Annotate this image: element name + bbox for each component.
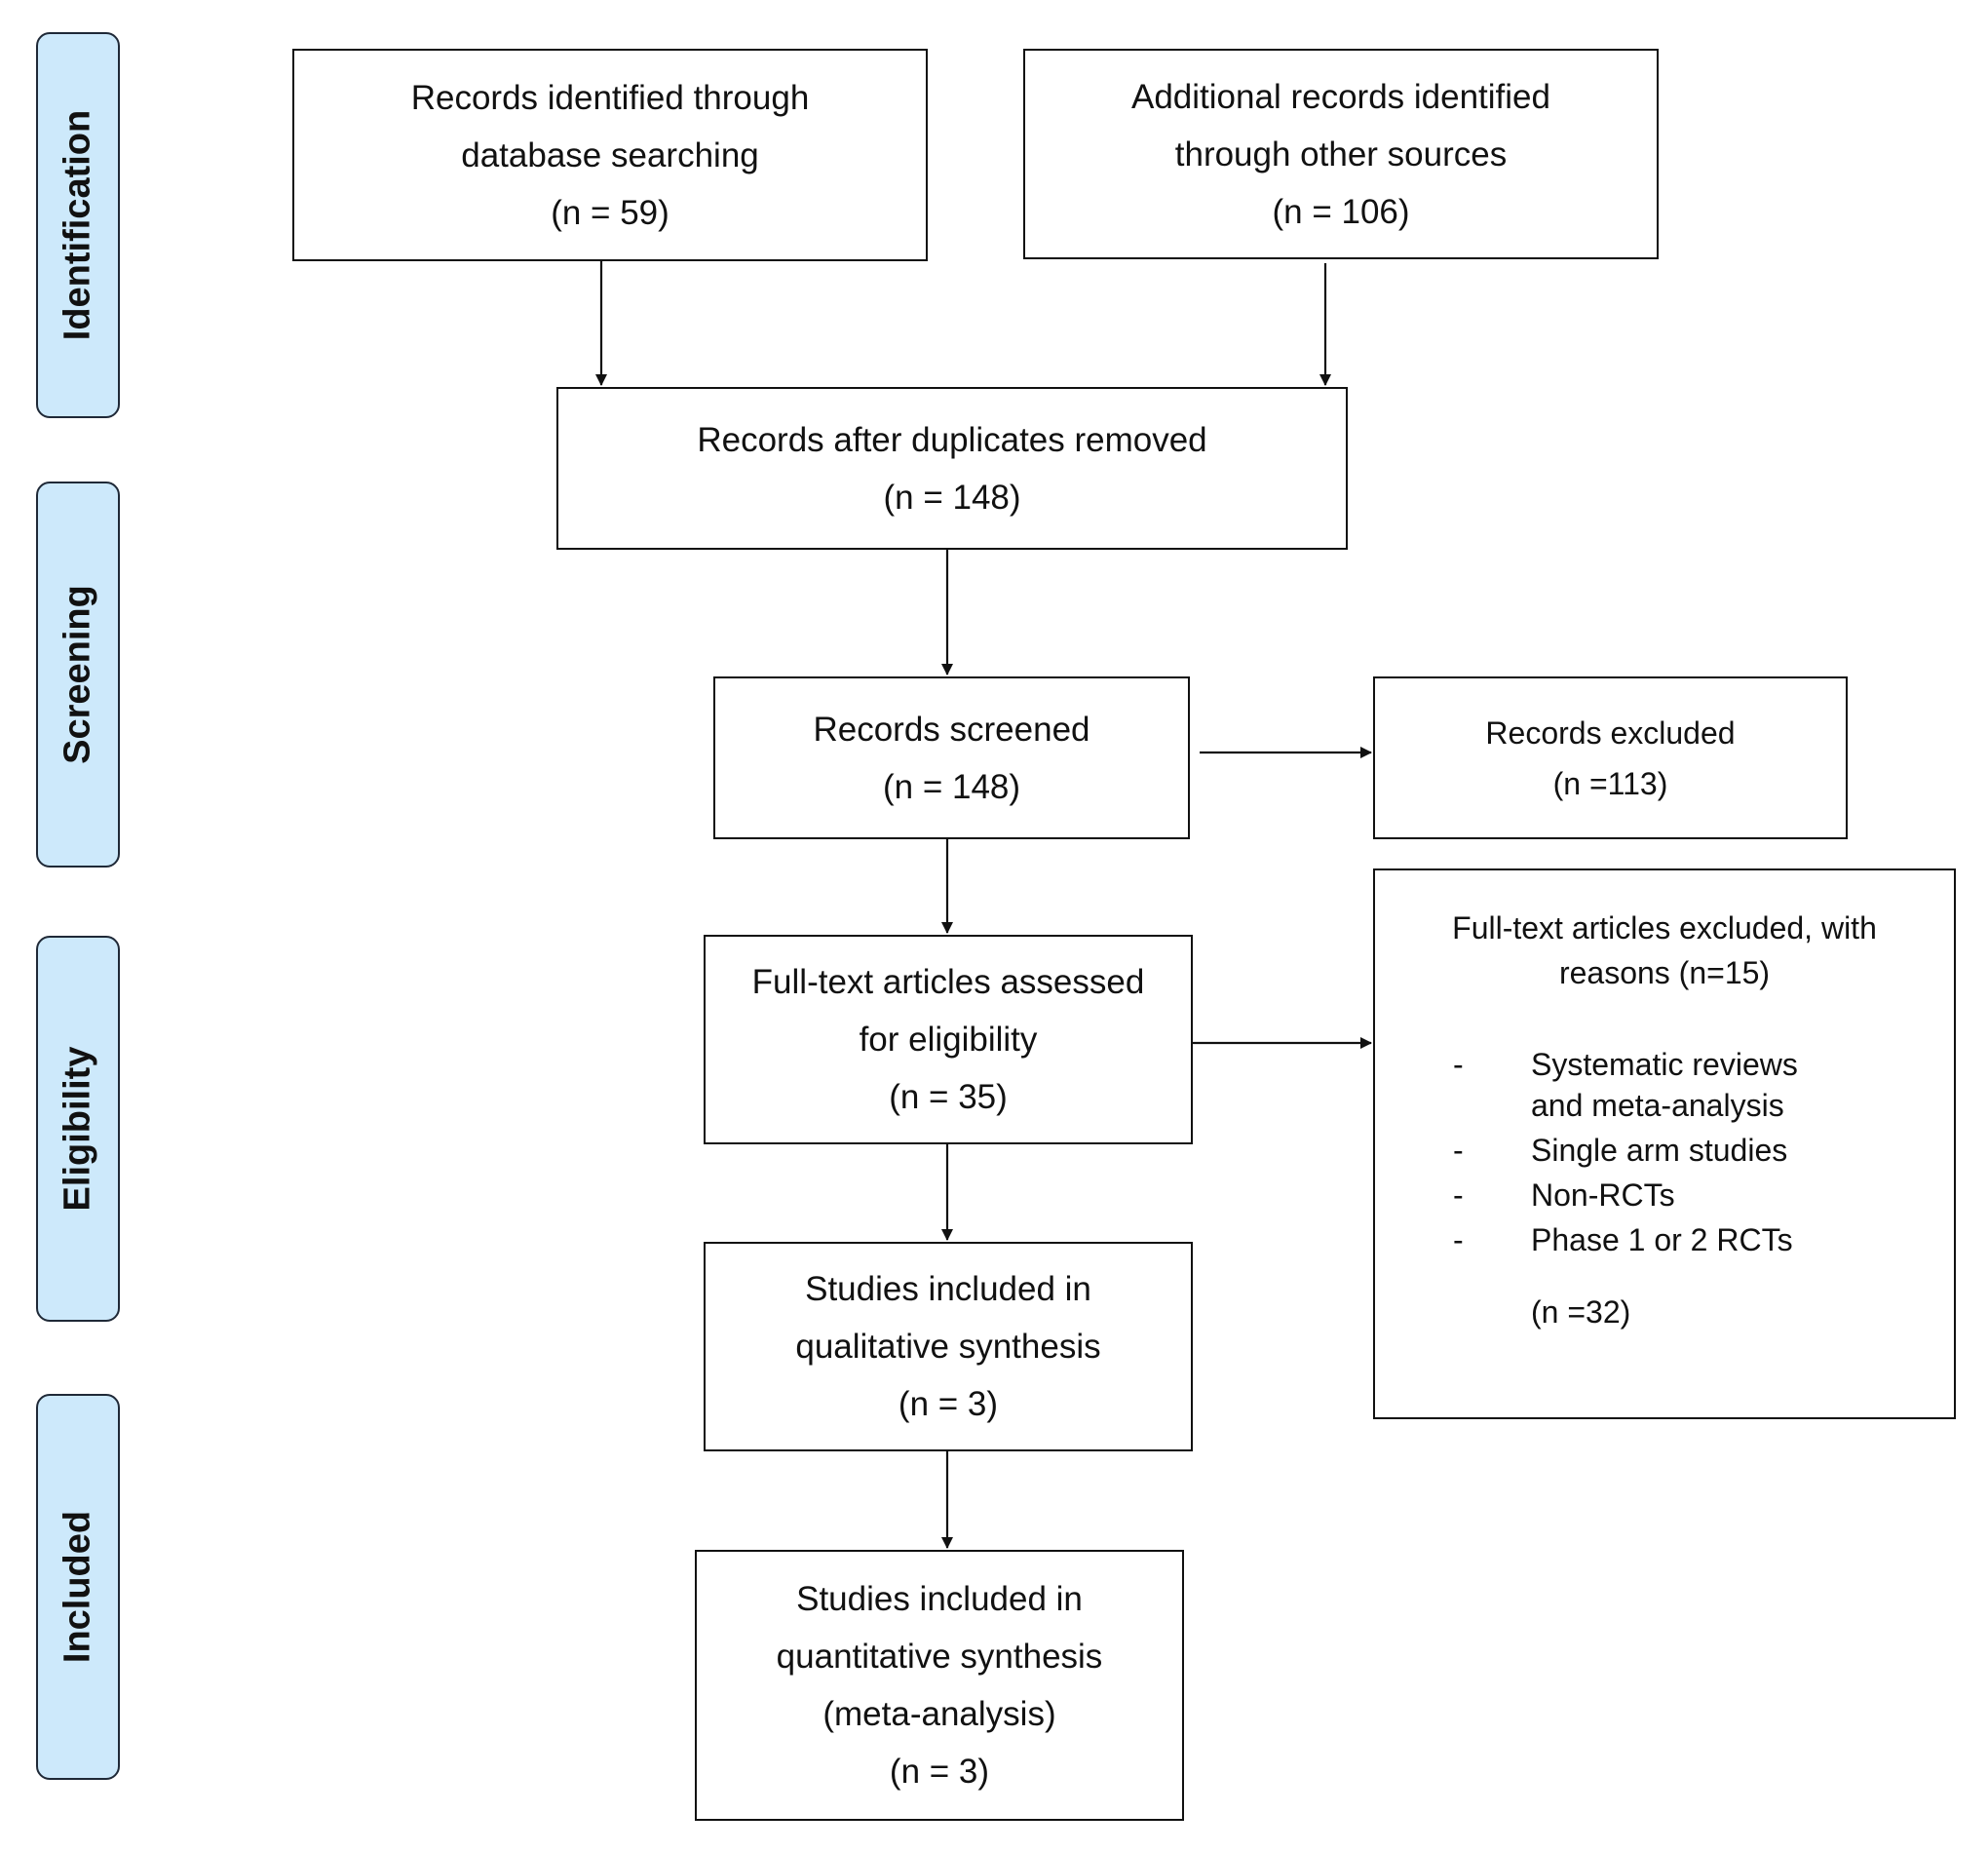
box-full-text-excluded: Full-text articles excluded, with reason… bbox=[1373, 868, 1956, 1419]
box-line: qualitative synthesis bbox=[795, 1328, 1101, 1366]
exclusion-reason: -Non-RCTs bbox=[1453, 1177, 1675, 1213]
box-count: (n = 3) bbox=[898, 1385, 999, 1423]
excluded-count: (n =32) bbox=[1531, 1294, 1631, 1330]
box-duplicates-removed: Records after duplicates removed (n = 14… bbox=[556, 387, 1348, 550]
box-line: Studies included in bbox=[805, 1270, 1091, 1308]
box-quantitative-synthesis: Studies included in quantitative synthes… bbox=[695, 1550, 1184, 1821]
excluded-title-line: reasons (n=15) bbox=[1558, 955, 1771, 990]
box-count: (n = 35) bbox=[889, 1078, 1008, 1116]
box-line: (meta-analysis) bbox=[822, 1695, 1056, 1733]
box-count: (n = 106) bbox=[1272, 192, 1410, 231]
box-qualitative-synthesis: Studies included in qualitative synthesi… bbox=[704, 1242, 1193, 1451]
box-count: (n = 3) bbox=[889, 1753, 990, 1791]
box-line: quantitative synthesis bbox=[776, 1638, 1103, 1676]
box-line: Full-text articles assessed bbox=[751, 963, 1145, 1001]
box-records-screened: Records screened (n = 148) bbox=[713, 676, 1190, 839]
box-count: (n = 59) bbox=[551, 193, 669, 232]
box-count: (n = 148) bbox=[883, 478, 1021, 517]
exclusion-reason: -Systematic reviews and meta-analysis bbox=[1453, 1047, 1798, 1123]
box-line: Records excluded bbox=[1485, 714, 1736, 751]
box-other-sources: Additional records identified through ot… bbox=[1023, 49, 1659, 259]
excluded-title: Full-text articles excluded, with reason… bbox=[1375, 906, 1954, 995]
reason-text: Systematic reviews and meta-analysis bbox=[1531, 1047, 1798, 1123]
box-count: (n =113) bbox=[1552, 765, 1668, 801]
exclusion-reason: -Single arm studies bbox=[1453, 1133, 1788, 1168]
box-line: for eligibility bbox=[859, 1021, 1038, 1059]
box-line: Studies included in bbox=[796, 1580, 1083, 1618]
box-line: Additional records identified bbox=[1131, 77, 1550, 116]
box-line: Records identified through bbox=[410, 78, 810, 117]
phase-identification: Identification bbox=[36, 32, 120, 418]
phase-included: Included bbox=[36, 1394, 120, 1780]
box-line: database searching bbox=[461, 135, 759, 174]
box-count: (n = 148) bbox=[882, 767, 1021, 806]
excluded-title-line: Full-text articles excluded, with bbox=[1452, 910, 1877, 945]
box-full-text-assessed: Full-text articles assessed for eligibil… bbox=[704, 935, 1193, 1144]
box-database-searching: Records identified through database sear… bbox=[292, 49, 928, 261]
box-line: through other sources bbox=[1174, 135, 1508, 174]
box-line: Records screened bbox=[813, 710, 1090, 749]
reason-text: Single arm studies bbox=[1531, 1133, 1788, 1168]
phase-eligibility: Eligibility bbox=[36, 936, 120, 1322]
reason-text: Phase 1 or 2 RCTs bbox=[1531, 1222, 1793, 1257]
exclusion-reasons-list: -Systematic reviews and meta-analysis -S… bbox=[1453, 1044, 1934, 1264]
exclusion-reason: -Phase 1 or 2 RCTs bbox=[1453, 1222, 1793, 1257]
box-records-excluded: Records excluded (n =113) bbox=[1373, 676, 1848, 839]
box-line: Records after duplicates removed bbox=[697, 420, 1207, 459]
reason-text: Non-RCTs bbox=[1531, 1177, 1675, 1213]
phase-screening: Screening bbox=[36, 482, 120, 868]
